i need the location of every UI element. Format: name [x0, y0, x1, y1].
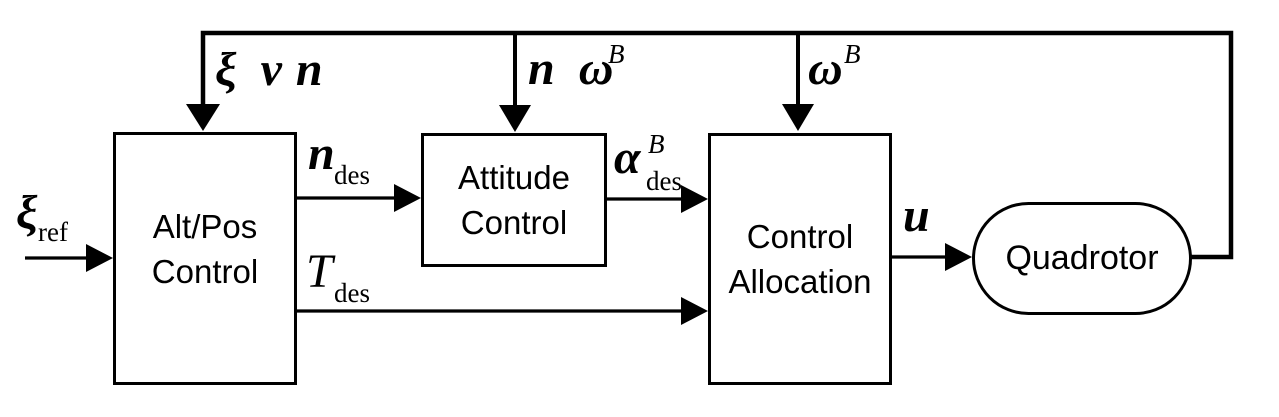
u-symbol: u	[903, 189, 930, 242]
xi-symbol: ξ	[16, 186, 38, 239]
feedback-arrowhead-altpos	[186, 104, 220, 131]
alpha-subscript-des: des	[646, 166, 682, 196]
altpos-label-line1: Alt/Pos	[152, 207, 258, 245]
label-u: u	[903, 192, 930, 240]
label-t-des: T des	[306, 245, 370, 307]
n-symbol: n	[308, 127, 335, 180]
n-symbol: n	[528, 42, 555, 95]
v-symbol: v	[260, 43, 282, 96]
alpha-des-arrowhead	[681, 185, 708, 213]
altpos-control-block: Alt/Pos Control	[113, 132, 297, 385]
t-des-arrowhead	[681, 297, 708, 325]
attitude-control-block: Attitude Control	[421, 133, 607, 267]
xi-ref-arrowhead	[86, 244, 113, 272]
control-allocation-block: Control Allocation	[708, 133, 892, 385]
attitude-label-line2: Control	[460, 204, 568, 241]
omega-superscript-B: B	[608, 39, 625, 69]
label-n-des: n des	[308, 127, 370, 189]
feedback-line	[200, 30, 1234, 260]
altpos-label-line2: Control	[151, 252, 259, 290]
alpha-symbol: α	[614, 131, 641, 184]
n-symbol: n	[295, 43, 323, 96]
allocation-label-line2: Allocation	[728, 263, 872, 300]
feedback-arrowhead-allocation	[782, 104, 814, 131]
u-arrowhead	[945, 243, 972, 271]
omega-symbol: ω	[808, 42, 843, 95]
quadrotor-block: Quadrotor	[972, 202, 1192, 315]
alpha-superscript-B: B	[648, 129, 665, 159]
T-symbol: T	[306, 245, 333, 298]
n-subscript-des: des	[334, 160, 370, 190]
quadrotor-label: Quadrotor	[1005, 239, 1159, 277]
omega-superscript-B: B	[844, 39, 861, 69]
label-alpha-des: α B des	[614, 131, 682, 195]
feedback-arrowhead-attitude	[499, 105, 531, 132]
n-des-arrowhead	[394, 184, 421, 212]
attitude-label-line1: Attitude	[458, 159, 570, 196]
T-subscript-des: des	[334, 278, 370, 308]
omega-symbol: ω	[578, 42, 614, 95]
allocation-label-line1: Control	[746, 218, 854, 255]
xi-subscript-ref: ref	[38, 217, 68, 247]
label-xi-ref: ξ ref	[16, 186, 68, 246]
label-feedback-omega: ω B	[808, 41, 861, 95]
xi-symbol: ξ	[215, 43, 237, 96]
